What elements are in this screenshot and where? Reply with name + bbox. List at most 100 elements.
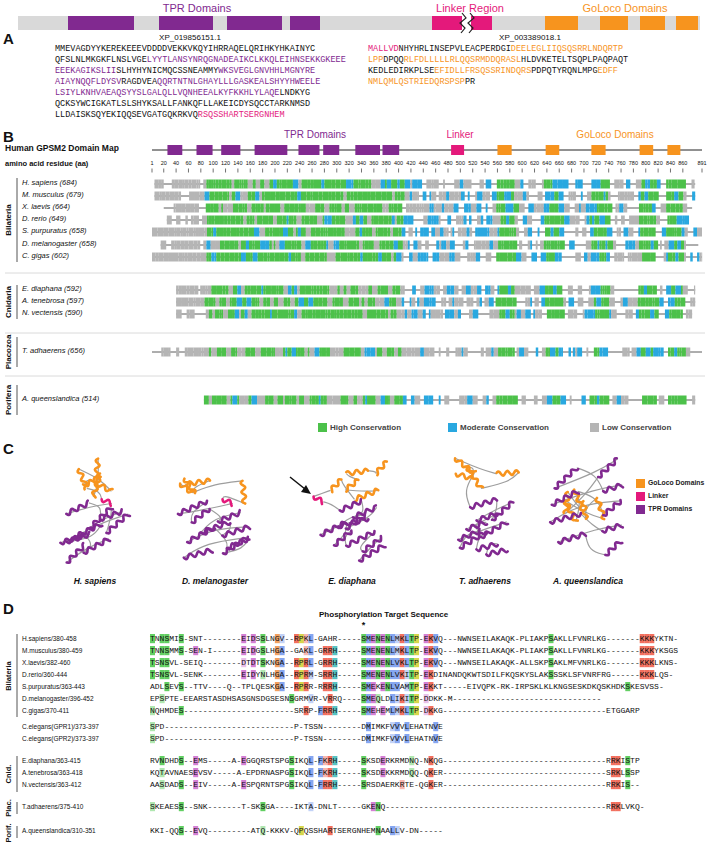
conservation-block xyxy=(512,228,514,237)
conservation-block xyxy=(507,298,513,307)
conservation-block xyxy=(622,253,624,262)
conservation-block xyxy=(288,180,293,189)
conservation-block xyxy=(334,204,336,213)
conservation-block xyxy=(684,253,686,262)
conservation-block xyxy=(227,180,229,189)
conservation-block xyxy=(591,241,593,250)
conservation-block xyxy=(475,228,477,237)
conservation-block xyxy=(499,204,501,213)
conservation-block xyxy=(297,241,302,250)
conservation-block xyxy=(653,348,658,357)
conservation-block xyxy=(542,348,546,357)
conservation-block xyxy=(654,192,659,201)
conservation-block xyxy=(505,348,507,357)
conservation-block xyxy=(648,204,652,213)
conservation-block xyxy=(473,396,478,405)
conservation-block xyxy=(319,253,324,262)
axis-tick xyxy=(608,169,609,173)
axis-tick xyxy=(287,169,288,173)
conservation-block xyxy=(389,241,393,250)
conservation-block xyxy=(288,241,292,250)
conservation-block xyxy=(465,396,467,405)
conservation-block xyxy=(213,310,215,319)
conservation-block xyxy=(481,241,485,250)
conservation-block xyxy=(639,204,643,213)
conservation-block xyxy=(176,348,179,357)
conservation-block xyxy=(298,228,301,237)
conservation-block xyxy=(345,228,350,237)
conservation-block xyxy=(424,253,426,262)
conservation-block xyxy=(239,310,241,319)
conservation-block xyxy=(336,348,339,357)
helix xyxy=(187,528,215,543)
conservation-block xyxy=(343,298,349,307)
conservation-block xyxy=(515,310,517,319)
conservation-block xyxy=(232,180,234,189)
conservation-block xyxy=(391,348,394,357)
conservation-block xyxy=(405,241,407,250)
axis-tick xyxy=(472,169,473,173)
coil xyxy=(585,534,605,555)
conservation-block xyxy=(224,241,230,250)
conservation-block xyxy=(400,192,404,201)
conservation-block xyxy=(625,241,628,250)
conservation-block xyxy=(256,286,261,295)
conservation-block xyxy=(640,286,644,295)
conservation-block xyxy=(372,310,376,319)
arrow-shaft xyxy=(290,477,305,489)
conservation-block xyxy=(362,228,364,237)
conservation-block xyxy=(324,216,327,225)
conservation-block xyxy=(168,253,173,262)
conservation-block xyxy=(403,286,405,295)
conservation-block xyxy=(412,286,416,295)
conservation-block xyxy=(450,228,452,237)
conservation-block xyxy=(235,348,237,357)
conservation-block xyxy=(607,241,613,250)
conservation-block xyxy=(625,192,627,201)
conservation-block xyxy=(424,396,428,405)
conservation-block xyxy=(493,241,498,250)
conservation-block xyxy=(251,192,255,201)
helix xyxy=(97,484,112,491)
axis-tick-label: 220 xyxy=(283,160,292,166)
conservation-block xyxy=(215,310,219,319)
conservation-block xyxy=(345,204,349,213)
conservation-block xyxy=(283,348,285,357)
conservation-block xyxy=(233,216,235,225)
conservation-block xyxy=(483,396,487,405)
conservation-block xyxy=(242,298,246,307)
conservation-block xyxy=(454,310,458,319)
conservation-block xyxy=(169,192,175,201)
conservation-block xyxy=(486,241,490,250)
conservation-block xyxy=(220,216,223,225)
conservation-block xyxy=(214,253,216,262)
helix xyxy=(184,549,213,559)
conservation-block xyxy=(294,310,297,319)
conservation-block xyxy=(504,180,506,189)
conservation-block xyxy=(326,310,328,319)
conservation-block xyxy=(298,348,301,357)
conservation-block xyxy=(473,310,479,319)
conservation-block xyxy=(554,228,560,237)
conservation-block xyxy=(555,241,557,250)
conservation-block xyxy=(648,180,650,189)
conservation-block xyxy=(591,192,595,201)
conservation-block xyxy=(534,180,536,189)
conservation-block xyxy=(160,180,162,189)
conservation-block xyxy=(485,286,488,295)
conservation-block xyxy=(641,192,645,201)
conservation-block xyxy=(176,286,178,295)
conservation-block xyxy=(359,298,361,307)
conservation-block xyxy=(328,228,334,237)
conservation-block xyxy=(248,310,252,319)
conservation-block xyxy=(302,310,306,319)
conservation-block xyxy=(564,216,570,225)
conservation-block xyxy=(193,253,197,262)
conservation-block xyxy=(553,286,557,295)
conservation-block xyxy=(596,192,599,201)
conservation-block xyxy=(467,228,470,237)
conservation-block xyxy=(683,204,687,213)
conservation-block xyxy=(340,192,343,201)
conservation-block xyxy=(269,180,273,189)
conservation-block xyxy=(183,228,187,237)
